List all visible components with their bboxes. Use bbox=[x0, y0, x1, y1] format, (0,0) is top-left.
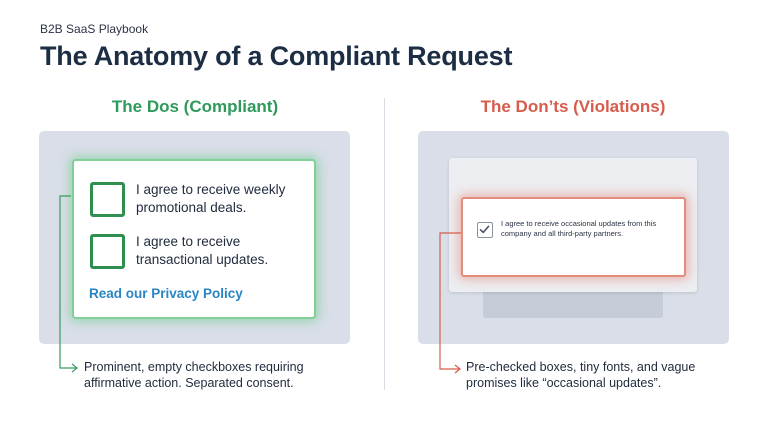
donts-panel: I agree to receive occasional updates fr… bbox=[418, 131, 729, 344]
consent-option-label: I agree to receive occasional updates fr… bbox=[501, 219, 657, 238]
donts-caption: Pre-checked boxes, tiny fonts, and vague… bbox=[466, 360, 696, 390]
arrow-right-icon bbox=[454, 364, 461, 374]
column-divider bbox=[384, 98, 385, 390]
consent-option-transactional[interactable]: I agree to receive transactional updates… bbox=[90, 233, 296, 269]
dos-panel: I agree to receive weekly promotional de… bbox=[39, 131, 350, 344]
dos-caption: Prominent, empty checkboxes requiring af… bbox=[84, 360, 304, 390]
violating-consent-card: I agree to receive occasional updates fr… bbox=[461, 197, 686, 277]
consent-option-label: I agree to receive weekly promotional de… bbox=[136, 182, 286, 215]
consent-option-label: I agree to receive transactional updates… bbox=[136, 234, 269, 267]
consent-option-promotional[interactable]: I agree to receive weekly promotional de… bbox=[90, 181, 296, 217]
empty-checkbox[interactable] bbox=[90, 233, 125, 269]
pre-checked-checkbox[interactable] bbox=[477, 222, 493, 238]
compliant-consent-card: I agree to receive weekly promotional de… bbox=[72, 159, 316, 319]
empty-checkbox[interactable] bbox=[90, 181, 125, 217]
donts-connector bbox=[439, 232, 461, 374]
page-title: The Anatomy of a Compliant Request bbox=[40, 41, 513, 71]
donts-heading: The Don’ts (Violations) bbox=[480, 97, 666, 116]
dos-connector bbox=[59, 195, 78, 373]
privacy-policy-link[interactable]: Read our Privacy Policy bbox=[89, 286, 243, 301]
eyebrow-label: B2B SaaS Playbook bbox=[40, 22, 149, 36]
checkmark-icon bbox=[479, 225, 490, 234]
arrow-right-icon bbox=[71, 363, 78, 373]
dos-heading: The Dos (Compliant) bbox=[111, 97, 279, 116]
